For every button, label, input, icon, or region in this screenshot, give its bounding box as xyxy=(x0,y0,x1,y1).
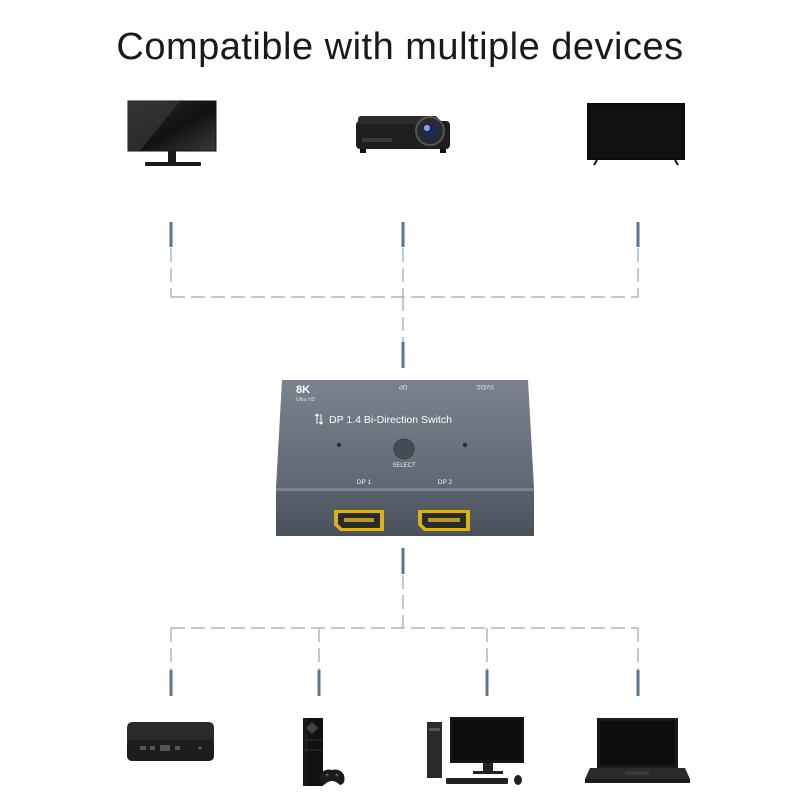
top-dashed-branch xyxy=(170,248,639,345)
tv-box-icon xyxy=(127,722,214,761)
desktop-pc-icon xyxy=(427,717,524,785)
top-port-dp-label: DP xyxy=(399,383,407,389)
dp2-port-icon xyxy=(418,510,470,531)
port2-label: DP 2 xyxy=(438,479,453,486)
laptop-icon xyxy=(585,718,690,783)
top-connector-lines xyxy=(169,222,640,247)
port1-label: DP 1 xyxy=(357,479,372,486)
led-2-icon xyxy=(462,442,468,448)
select-label: SELECT xyxy=(392,463,416,469)
top-port-power-label: 5V/DC xyxy=(475,383,493,389)
tv-icon xyxy=(587,103,685,166)
game-console-icon xyxy=(303,718,345,786)
dp1-port-icon xyxy=(334,510,384,531)
projector-icon xyxy=(356,116,450,153)
led-1-icon xyxy=(336,442,342,448)
page-title: Compatible with multiple devices xyxy=(116,26,684,68)
monitor-icon xyxy=(127,100,217,166)
bi-direction-arrow-icon xyxy=(314,413,324,425)
switch-badge-sub: Ultra HD xyxy=(296,397,316,403)
switch-name: DP 1.4 Bi-Direction Switch xyxy=(329,414,452,426)
select-button xyxy=(393,438,415,460)
switch-badge: 8K xyxy=(296,384,310,396)
bottom-connector-lines xyxy=(169,670,640,696)
dp-switch: 8K Ultra HD DP 5V/DC DP 1.4 Bi-Direction… xyxy=(276,380,534,536)
bottom-dashed-branch xyxy=(170,575,639,670)
